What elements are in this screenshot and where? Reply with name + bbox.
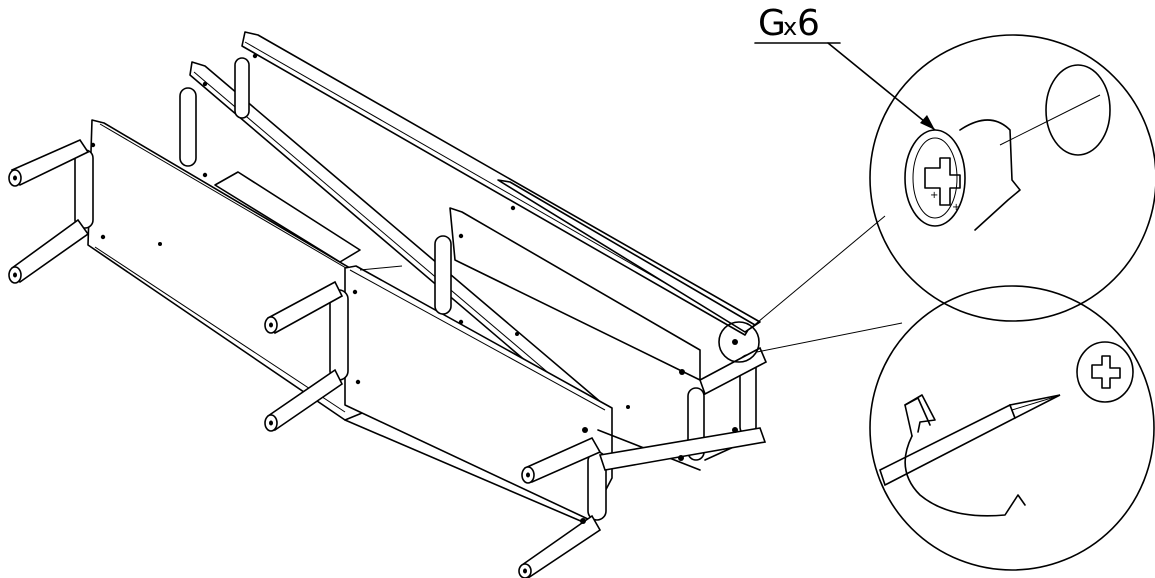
tube-right-upper	[521, 436, 602, 484]
screwdriver-rotation-detail-icon	[869, 285, 1155, 571]
tube-middle-lower	[264, 368, 344, 432]
shelf-frame	[8, 31, 903, 578]
leader-line-lower	[756, 322, 903, 353]
leg-rear-left-top	[234, 57, 250, 119]
rotation-arrow-icon	[904, 435, 1026, 517]
tube-middle-upper	[264, 280, 344, 335]
detail-reference-circle	[718, 321, 760, 363]
leg-middle-rear	[434, 235, 452, 315]
bottom-slat	[214, 171, 361, 263]
front-right-panel	[344, 265, 613, 521]
leg-rear-left	[179, 87, 197, 167]
callout-letter: G	[758, 3, 786, 44]
callout-arrowhead	[920, 115, 935, 130]
tube-right-lower	[518, 514, 602, 578]
callout-times: x	[783, 13, 797, 41]
leg-middle-front	[329, 289, 349, 381]
part-callout: G x 6	[754, 3, 936, 131]
leader-line-upper	[751, 215, 886, 328]
callout-leader	[827, 42, 936, 131]
leg-front-left	[74, 149, 94, 229]
fittings	[90, 53, 738, 524]
tube-left-lower	[8, 218, 90, 284]
tube-left-upper	[8, 138, 90, 187]
cam-lock-detail-icon: + +	[869, 34, 1155, 322]
svg-text:+: +	[930, 190, 938, 201]
svg-text:+: +	[952, 202, 960, 213]
callout-count: 6	[797, 3, 820, 44]
inner-partition	[449, 207, 701, 381]
